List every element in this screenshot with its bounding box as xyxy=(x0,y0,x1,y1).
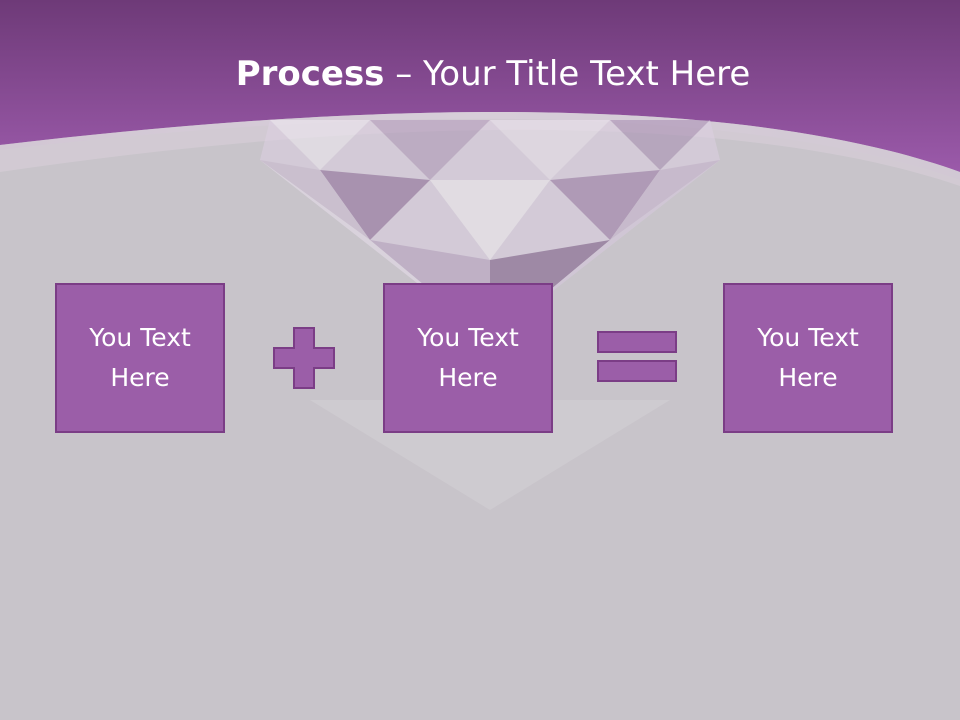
plus-icon xyxy=(273,327,335,389)
text-box-2-label: You Text Here xyxy=(417,323,519,392)
equals-icon xyxy=(597,331,677,382)
title-rest: – Your Title Text Here xyxy=(384,54,751,94)
header-band xyxy=(0,0,960,186)
page-title: Process – Your Title Text Here xyxy=(0,52,960,96)
text-box-3-label: You Text Here xyxy=(757,323,859,392)
text-box-2[interactable]: You Text Here xyxy=(383,283,553,433)
title-bold: Process xyxy=(235,54,385,94)
text-box-1-label: You Text Here xyxy=(89,323,191,392)
text-box-3[interactable]: You Text Here xyxy=(723,283,893,433)
text-box-1[interactable]: You Text Here xyxy=(55,283,225,433)
